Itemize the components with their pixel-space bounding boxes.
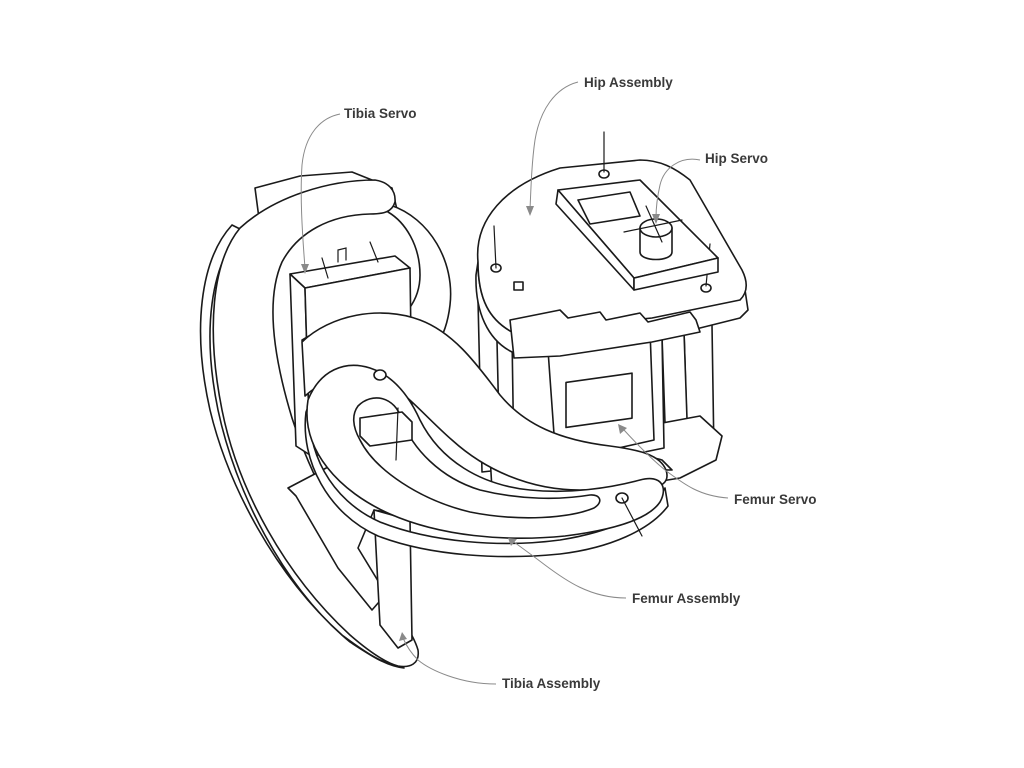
tibia-horn-block	[359, 411, 413, 447]
femur-pivot-hole-upper	[373, 369, 387, 381]
leader-tibia-assembly	[402, 637, 497, 685]
hip-servo	[555, 179, 719, 291]
callout-labels: Hip Assembly Tibia Servo Hip Servo Femur…	[344, 75, 817, 691]
leader-femur-servo	[623, 429, 729, 499]
leader-tibia-servo	[300, 113, 341, 269]
label-hip-assembly: Hip Assembly	[584, 75, 673, 90]
label-femur-assembly: Femur Assembly	[632, 591, 741, 606]
arrow-femur-servo	[618, 424, 627, 434]
leader-hip-servo	[655, 158, 701, 219]
femur-assembly	[301, 312, 673, 558]
leader-femur-assembly	[513, 541, 627, 599]
leader-hip-assembly	[529, 81, 579, 211]
label-tibia-servo: Tibia Servo	[344, 106, 417, 121]
arrow-tibia-assembly	[399, 632, 407, 641]
leader-lines	[300, 81, 729, 685]
arrow-hip-servo	[652, 214, 660, 224]
hip-bracket-teeth	[509, 309, 701, 359]
arrow-femur-assembly	[508, 538, 517, 546]
hip-servo-right	[633, 257, 719, 291]
arrow-hip-assembly	[526, 206, 534, 216]
femur-servo-label	[565, 372, 633, 429]
hip-square-hole	[513, 281, 524, 291]
femur-lower-edge	[304, 401, 669, 558]
label-femur-servo: Femur Servo	[734, 492, 817, 507]
tibia-servo-slot	[337, 247, 347, 263]
hip-servo-label	[577, 191, 641, 225]
label-tibia-assembly: Tibia Assembly	[502, 676, 601, 691]
arrow-tibia-servo	[301, 264, 309, 274]
label-hip-servo: Hip Servo	[705, 151, 768, 166]
